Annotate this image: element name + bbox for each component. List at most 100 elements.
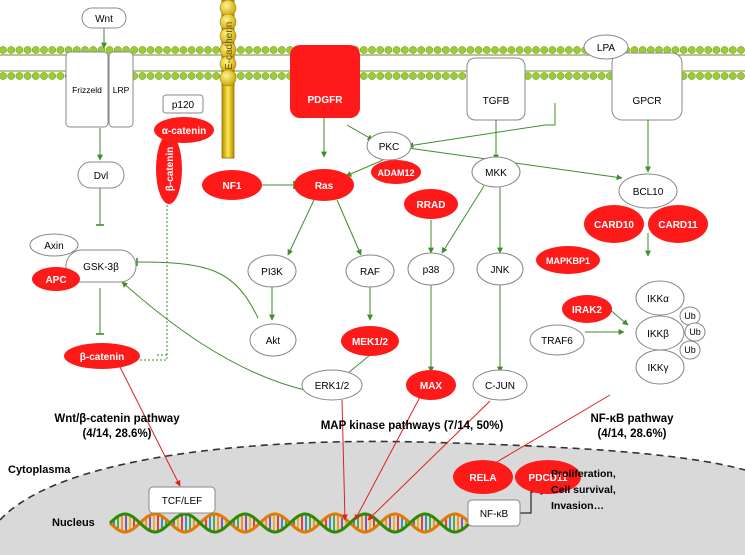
membrane-bead (171, 72, 180, 80)
apc-label: APC (45, 275, 66, 286)
wnt-pathway-stats: (4/14, 28.6%) (82, 428, 151, 440)
membrane-bead (236, 72, 245, 80)
membrane-bead (433, 46, 442, 54)
ub3-label: Ub (684, 345, 696, 355)
membrane-bead (409, 72, 417, 80)
gpcr-label: GPCR (633, 96, 662, 107)
ikkb-label: IKKβ (647, 329, 669, 340)
membrane-bead (679, 46, 688, 54)
p120-label: p120 (172, 100, 195, 111)
ub2-label: Ub (689, 327, 701, 337)
membrane-bead (400, 46, 409, 54)
membrane-bead (737, 72, 745, 80)
axin-node (29, 233, 79, 257)
membrane-bead (56, 72, 65, 80)
membrane-bead (48, 72, 57, 80)
membrane-bead (482, 46, 491, 54)
membrane-bead (507, 46, 516, 54)
ub3-node (679, 340, 701, 360)
wnt-node (81, 7, 127, 29)
dvl-label: Dvl (94, 171, 108, 182)
gsk3b-node (65, 249, 137, 283)
raf-node (345, 254, 395, 288)
membrane-bead (392, 46, 401, 54)
ecadherin-label: E-cadherin (224, 22, 235, 70)
membrane-bead (556, 72, 565, 80)
membrane-bead (441, 46, 450, 54)
membrane-bead (195, 72, 204, 80)
red-nodes (32, 117, 708, 494)
membrane-bead (40, 72, 48, 80)
beta-catenin-cyto-label: β-catenin (80, 352, 124, 363)
cjun-label: C-JUN (485, 381, 515, 392)
lrp-label: LRP (113, 85, 130, 95)
membrane-bead (696, 72, 704, 80)
card11-node (648, 205, 708, 243)
ras-label: Ras (315, 181, 334, 192)
membrane-bead (253, 72, 262, 80)
membrane-bead (409, 46, 417, 54)
traf6-label: TRAF6 (541, 336, 573, 347)
membrane-bead (450, 46, 458, 54)
ikka-node (635, 280, 685, 316)
membrane-bead (48, 46, 57, 54)
membrane-bead (573, 46, 581, 54)
dvl-node (77, 161, 125, 189)
irak2-label: IRAK2 (572, 305, 602, 316)
membrane-bead (368, 72, 376, 80)
membrane-bead (138, 72, 147, 80)
erk12-node (301, 369, 363, 401)
membrane-bead (573, 72, 581, 80)
jnk-node (476, 252, 524, 286)
pkc-node (366, 131, 412, 161)
lpa-node (583, 34, 629, 60)
membrane-bead (23, 72, 32, 80)
membrane-bead (491, 46, 499, 54)
membrane-bead (687, 46, 696, 54)
frizzled-label: Frizzeld (72, 85, 102, 95)
membrane-bead (392, 72, 401, 80)
beta-catenin-cyto-node (64, 343, 140, 369)
membrane-bead (597, 72, 606, 80)
lrp-receptor: LRP (108, 51, 134, 128)
membrane-bead (376, 46, 385, 54)
outcome-line-1: Proliferation, (551, 468, 616, 480)
rela-node (453, 460, 513, 494)
membrane-bead (269, 46, 278, 54)
membrane-bead (154, 72, 163, 80)
membrane-bead (548, 46, 557, 54)
membrane-bead (261, 46, 270, 54)
membrane-bead (712, 72, 721, 80)
gpcr-receptor: GPCR (611, 52, 683, 121)
membrane-bead (720, 72, 729, 80)
membrane-bead (179, 46, 188, 54)
membrane-bead (532, 46, 540, 54)
membrane-bead (56, 46, 65, 54)
membrane-bead (15, 72, 24, 80)
akt-node (249, 323, 297, 357)
membrane-bead (187, 46, 196, 54)
membrane-bead (261, 72, 270, 80)
membrane-bead (499, 46, 508, 54)
membrane-bead (581, 72, 590, 80)
membrane-bead (277, 72, 286, 80)
max-node (406, 370, 456, 400)
membrane-bead (269, 72, 278, 80)
nfkb-pathway-stats: (4/14, 28.6%) (597, 428, 666, 440)
mek12-node (341, 326, 399, 356)
rela-label: RELA (469, 473, 496, 484)
membrane-bead (523, 46, 532, 54)
nf1-label: NF1 (223, 181, 242, 192)
dna-helix (108, 512, 472, 534)
p38-node (407, 252, 455, 286)
nfkb-pathway-label: NF-κB pathway (590, 413, 674, 425)
membrane-bead (138, 46, 147, 54)
membrane-bead (31, 72, 40, 80)
membrane-bead (187, 72, 196, 80)
membrane-bead (368, 46, 376, 54)
ecadherin-domain (219, 69, 237, 87)
membrane-bead (704, 72, 713, 80)
adam12-node (371, 160, 421, 184)
gsk3b-label: GSK-3β (83, 262, 119, 273)
nfkb-nucleus-label: NF-κB (480, 509, 509, 520)
